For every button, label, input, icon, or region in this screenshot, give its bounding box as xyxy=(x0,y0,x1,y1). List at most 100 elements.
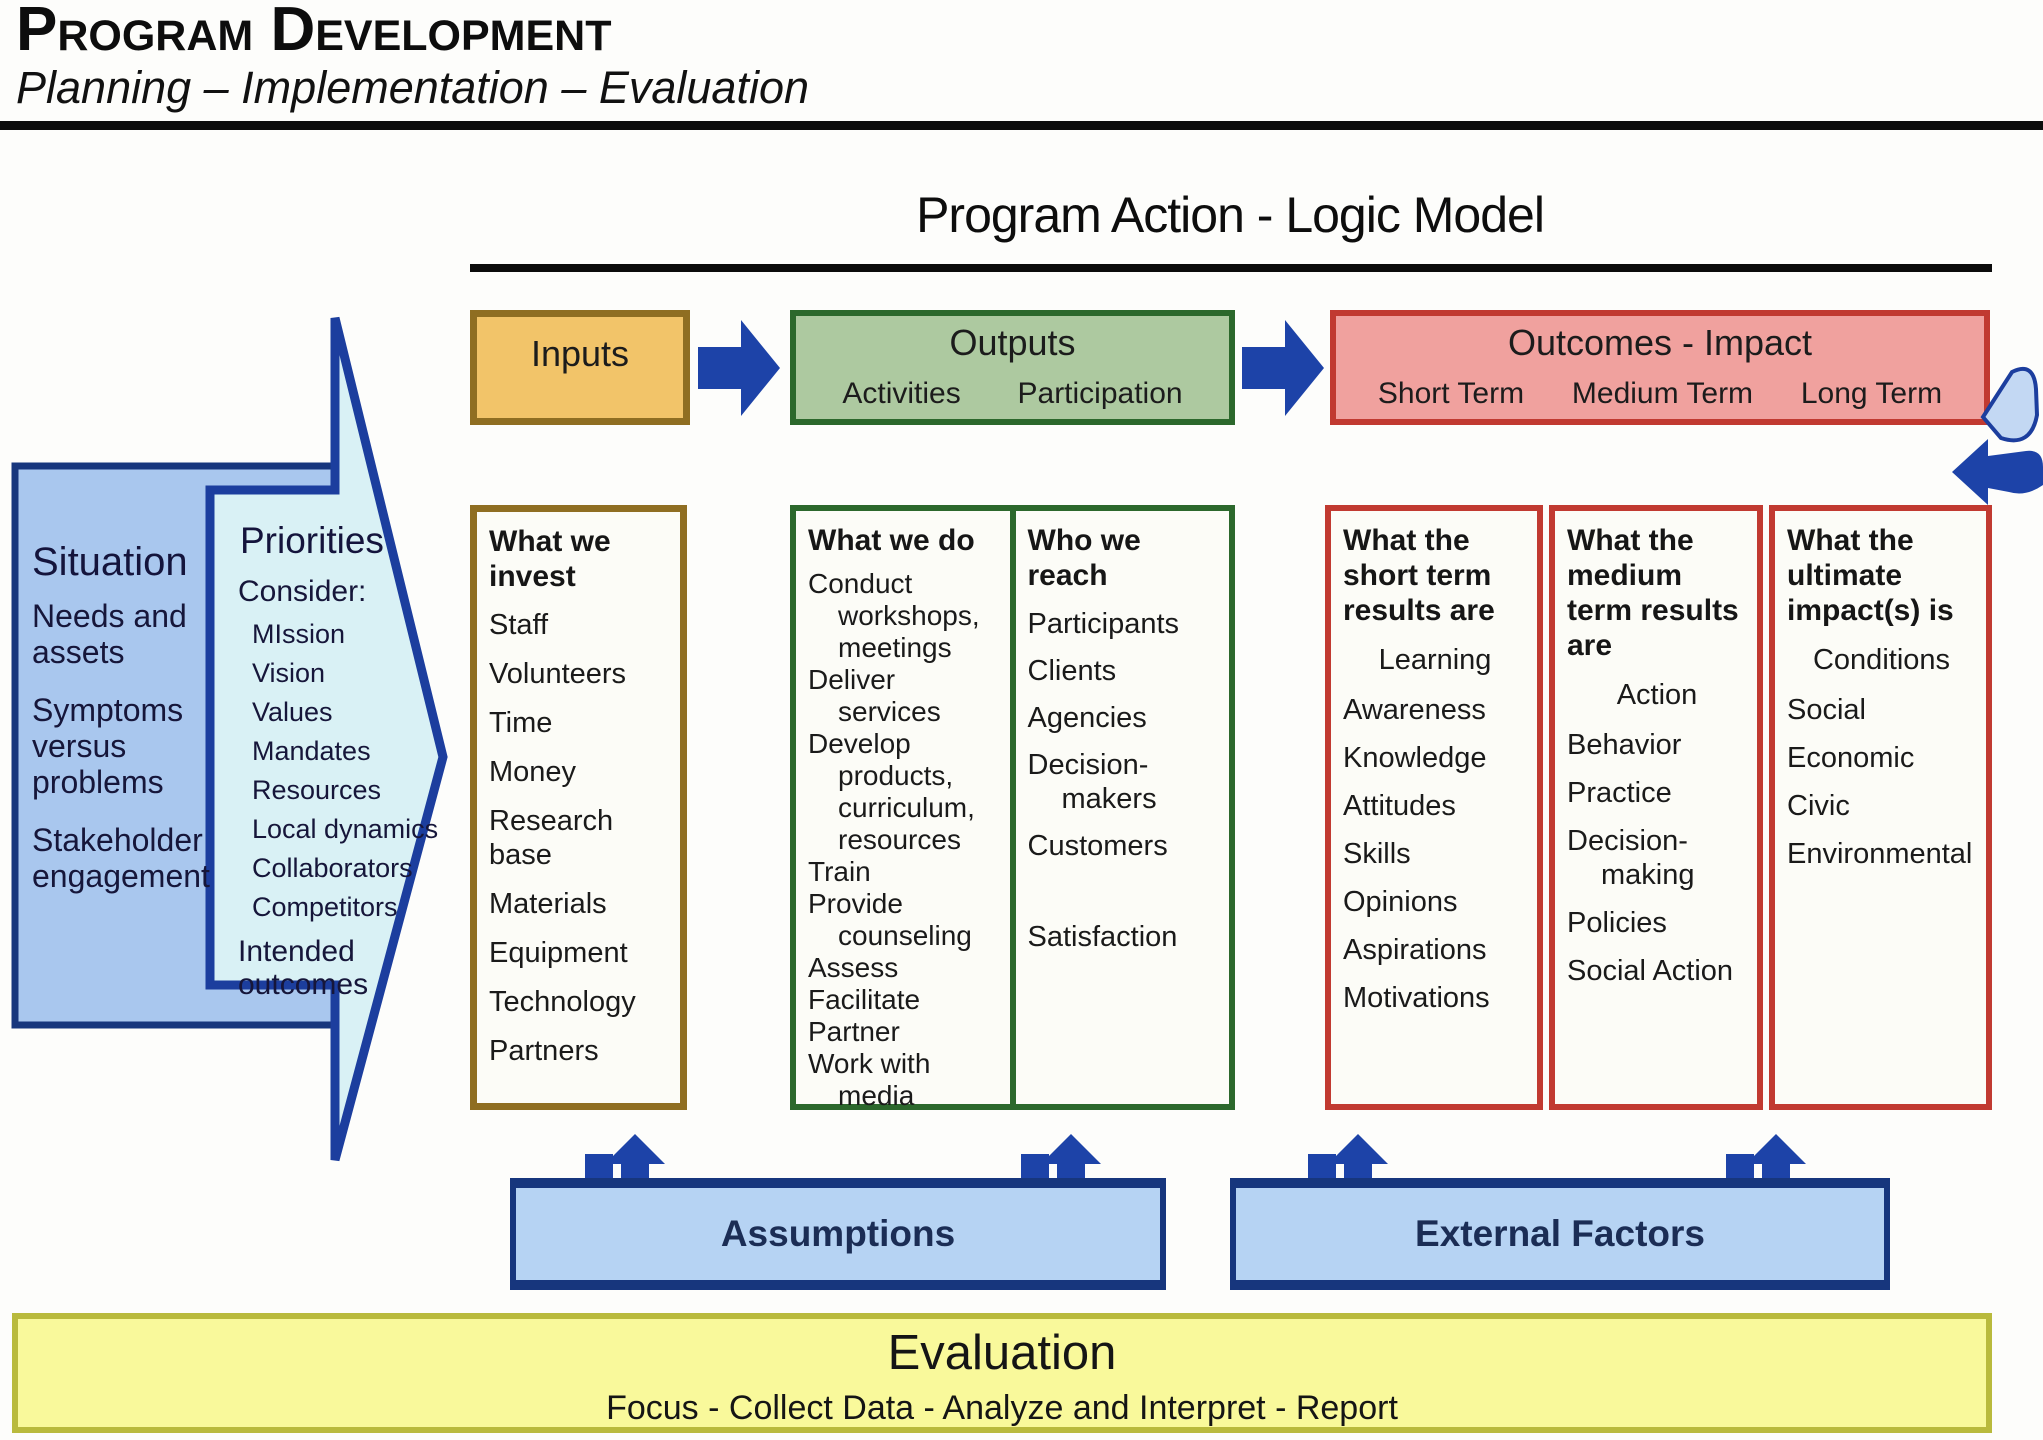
list-item: Behavior xyxy=(1567,729,1682,761)
list-item: Skills xyxy=(1343,838,1411,870)
list-item: Social Action xyxy=(1567,955,1734,987)
list-item: Collaborators xyxy=(252,853,413,883)
list-item: Stakeholder engagement xyxy=(32,822,210,894)
short-term-column: What the short term results are Learning… xyxy=(1325,505,1543,1110)
who-we-reach-heading: Who we reach xyxy=(1027,524,1141,592)
assumptions-label: Assumptions xyxy=(720,1213,956,1254)
list-item: Decision-makers xyxy=(1027,749,1157,815)
list-item: Volunteers xyxy=(489,658,627,690)
right-arrow-icon xyxy=(698,320,780,416)
list-item: Mandates xyxy=(252,736,371,766)
list-item: Resources xyxy=(252,775,382,805)
list-item: Environmental xyxy=(1787,838,1973,870)
list-item: Research base xyxy=(489,805,614,871)
list-item: Economic xyxy=(1787,742,1915,774)
what-we-do-heading: What we do xyxy=(808,524,975,557)
list-item: Aspirations xyxy=(1343,934,1487,966)
outcomes-header-box: Outcomes - Impact Short Term Medium Term… xyxy=(1330,310,1990,425)
list-item: Technology xyxy=(489,986,636,1018)
external-factors-label: External Factors xyxy=(1415,1213,1705,1254)
long-term-column: What the ultimate impact(s) is Condition… xyxy=(1769,505,1992,1110)
loop-arrow-icon xyxy=(1952,366,2043,505)
short-term-heading: What the short term results are xyxy=(1343,524,1495,627)
outputs-label: Outputs xyxy=(949,322,1076,363)
list-item: Practice xyxy=(1567,777,1672,809)
medium-term-lead: Action xyxy=(1616,679,1698,711)
inputs-header-box: Inputs xyxy=(470,310,690,425)
inputs-label: Inputs xyxy=(530,332,630,374)
list-item: Materials xyxy=(489,888,607,920)
outcomes-label: Outcomes - Impact xyxy=(1507,322,1813,363)
medium-term-heading: What the medium term results are xyxy=(1567,524,1739,662)
list-item: Train xyxy=(808,856,871,887)
evaluation-subtitle: Focus - Collect Data - Analyze and Inter… xyxy=(606,1389,1398,1427)
list-item: Attitudes xyxy=(1343,790,1456,822)
list-item: Vision xyxy=(252,658,326,688)
outputs-sub-participation: Participation xyxy=(1017,377,1183,410)
list-item: Provide counseling xyxy=(808,888,972,951)
long-term-lead: Conditions xyxy=(1812,644,1951,676)
list-item: Customers xyxy=(1027,830,1168,862)
list-item: Opinions xyxy=(1343,886,1458,918)
situation-priorities-shapes xyxy=(11,316,448,1162)
medium-term-column: What the medium term results are Action … xyxy=(1549,505,1763,1110)
list-item: Clients xyxy=(1027,655,1117,687)
list-item: Decision-making xyxy=(1567,825,1695,891)
long-term-heading: What the ultimate impact(s) is xyxy=(1787,524,1954,627)
model-title: Program Action - Logic Model xyxy=(916,187,1545,243)
page-subtitle: Planning – Implementation – Evaluation xyxy=(16,62,810,113)
list-item: Values xyxy=(252,697,333,727)
list-item: Local dynamics xyxy=(252,814,439,844)
satisfaction-item: Satisfaction xyxy=(1027,921,1178,953)
list-item: Needs and assets xyxy=(32,598,187,670)
priorities-arrow xyxy=(205,316,448,1162)
situation-title: Situation xyxy=(32,540,188,584)
outcomes-sub-medium: Medium Term xyxy=(1571,377,1754,410)
list-item: Partners xyxy=(489,1035,599,1067)
list-item: Participants xyxy=(1027,608,1180,640)
outcomes-sub-long: Long Term xyxy=(1800,377,1943,410)
short-term-lead: Learning xyxy=(1378,644,1492,676)
priorities-consider-label: Consider: xyxy=(238,575,367,608)
list-item: Motivations xyxy=(1343,982,1490,1014)
assumptions-bar: Assumptions xyxy=(510,1178,1166,1290)
list-item: Knowledge xyxy=(1343,742,1487,774)
list-item: Civic xyxy=(1787,790,1850,822)
evaluation-title: Evaluation xyxy=(887,1326,1117,1380)
list-item: Deliver services xyxy=(808,664,941,727)
list-item: Social xyxy=(1787,694,1866,726)
list-item: Money xyxy=(489,756,577,788)
top-divider-line xyxy=(0,121,2043,130)
outputs-header-box: Outputs Activities Participation xyxy=(790,310,1235,425)
list-item: Assess xyxy=(808,952,899,983)
evaluation-bar: Evaluation Focus - Collect Data - Analyz… xyxy=(12,1313,1992,1433)
right-arrow-icon xyxy=(1242,320,1324,416)
invest-heading: What we invest xyxy=(489,525,611,593)
list-item: Awareness xyxy=(1343,694,1486,726)
outcomes-sub-short: Short Term xyxy=(1377,377,1525,410)
list-item: Time xyxy=(489,707,553,739)
priorities-title: Priorities xyxy=(240,520,384,561)
list-item: Conduct workshops, meetings xyxy=(808,568,980,663)
list-item: Staff xyxy=(489,609,549,641)
list-item: MIssion xyxy=(252,619,346,649)
external-factors-bar: External Factors xyxy=(1230,1178,1890,1290)
list-item: Symptoms versus problems xyxy=(32,692,184,800)
model-divider-line xyxy=(470,264,1992,272)
list-item: Partner xyxy=(808,1016,900,1047)
list-item: Agencies xyxy=(1027,702,1147,734)
list-item: Equipment xyxy=(489,937,628,969)
list-item: Competitors xyxy=(252,892,398,922)
